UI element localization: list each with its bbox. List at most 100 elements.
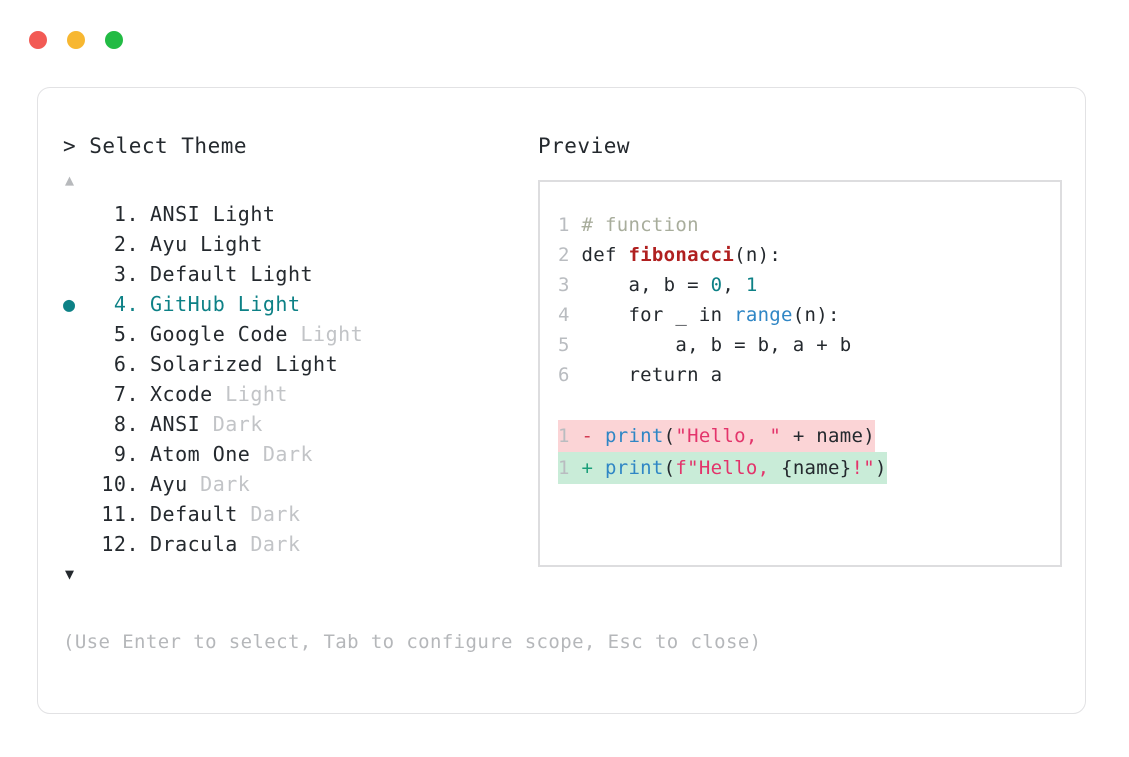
theme-item-name: Default Dark [150, 502, 301, 526]
code-line: 5 a, b = b, a + b [558, 330, 1060, 360]
theme-item-name: Default Light [150, 262, 314, 286]
theme-list-item[interactable]: 1. ANSI Light [63, 199, 533, 229]
theme-item-number: 1. [113, 202, 139, 226]
theme-list-item[interactable]: 7. Xcode Light [63, 379, 533, 409]
line-number: 1 [558, 214, 582, 236]
code-token: , [722, 274, 746, 296]
bullet-placeholder [63, 349, 93, 379]
bullet-placeholder [63, 409, 93, 439]
theme-list-item[interactable]: 9. Atom One Dark [63, 439, 533, 469]
theme-item-name: Dracula Dark [150, 532, 301, 556]
theme-item-number: 9. [113, 442, 139, 466]
code-token: range [734, 304, 793, 326]
code-token: a, b = b, a + b [581, 334, 852, 356]
diff-sample: 1 - print("Hello, " + name)1 + print(f"H… [558, 420, 1060, 484]
code-line: 4 for _ in range(n): [558, 300, 1060, 330]
theme-item-variant: Light [250, 262, 314, 286]
theme-list-item[interactable]: 11.Default Dark [63, 499, 533, 529]
code-token: # function [581, 214, 699, 236]
line-number: 3 [558, 274, 582, 296]
code-token: (n): [792, 304, 840, 326]
diff-highlight: 1 - print("Hello, " + name) [558, 420, 875, 452]
minimize-button[interactable] [67, 31, 85, 49]
code-line: 1 # function [558, 210, 1060, 240]
theme-list: 1. ANSI Light 2. Ayu Light 3. Default Light… [63, 199, 533, 559]
bullet-placeholder [63, 319, 93, 349]
diff-marker: - [581, 425, 605, 447]
theme-item-variant: Dark [200, 472, 251, 496]
code-token: print [604, 457, 664, 479]
theme-picker-panel: > Select Theme ▲ 1. ANSI Light 2. Ayu Ligh… [37, 87, 1086, 714]
theme-item-name: GitHub Light [150, 292, 301, 316]
bullet-placeholder [63, 229, 93, 259]
window-traffic-lights [29, 31, 123, 49]
bullet-placeholder [63, 439, 93, 469]
theme-item-name: Solarized Light [150, 352, 339, 376]
theme-list-item[interactable]: ●4.GitHub Light [63, 289, 533, 319]
code-line: 3 a, b = 0, 1 [558, 270, 1060, 300]
scroll-down-icon[interactable]: ▼ [65, 565, 75, 583]
theme-item-name: Ayu Dark [150, 472, 251, 496]
bullet-placeholder [63, 469, 93, 499]
code-token: ( [663, 457, 676, 479]
theme-item-number: 5. [113, 322, 139, 346]
diff-added-line: 1 + print(f"Hello, {name}!") [558, 452, 1060, 484]
theme-item-variant: Dark [262, 442, 314, 466]
code-token: def [581, 244, 629, 266]
theme-item-variant: Light [200, 232, 263, 256]
theme-item-name: Ayu Light [150, 232, 263, 256]
theme-list-item[interactable]: 5. Google Code Light [63, 319, 533, 349]
theme-list-item[interactable]: 3. Default Light [63, 259, 533, 289]
scroll-up-icon[interactable]: ▲ [65, 171, 75, 189]
theme-item-name: ANSI Light [150, 202, 276, 226]
diff-marker: + [581, 457, 605, 479]
theme-item-number: 8. [113, 412, 139, 436]
theme-item-number: 2. [113, 232, 139, 256]
code-token: return a [581, 364, 723, 386]
line-number: 4 [558, 304, 582, 326]
code-token: for _ in [581, 304, 735, 326]
theme-item-name: Atom One Dark [150, 442, 314, 466]
preview-label: Preview [538, 134, 631, 158]
theme-item-number: 10. [101, 472, 139, 496]
code-token: 0 [710, 274, 723, 296]
bullet-placeholder [63, 199, 93, 229]
theme-list-item[interactable]: 10. Ayu Dark [63, 469, 533, 499]
page-title: > Select Theme [63, 134, 248, 158]
keyboard-hint: (Use Enter to select, Tab to configure s… [63, 631, 762, 653]
theme-item-number: 3. [113, 262, 139, 286]
bullet-placeholder [63, 529, 93, 559]
theme-item-number: 6. [113, 352, 139, 376]
close-button[interactable] [29, 31, 47, 49]
line-number: 5 [558, 334, 582, 356]
theme-item-number: 4. [113, 292, 139, 316]
theme-item-name: Xcode Light [150, 382, 288, 406]
theme-list-item[interactable]: 2. Ayu Light [63, 229, 533, 259]
theme-item-variant: Light [237, 292, 301, 316]
code-token: + name) [781, 425, 875, 447]
bullet-placeholder [63, 259, 93, 289]
theme-list-item[interactable]: 6. Solarized Light [63, 349, 533, 379]
theme-item-variant: Dark [212, 412, 263, 436]
maximize-button[interactable] [105, 31, 123, 49]
code-token: print [604, 425, 664, 447]
theme-selector-column: > Select Theme ▲ 1. ANSI Light 2. Ayu Ligh… [63, 133, 533, 585]
code-token: !" [851, 457, 875, 479]
theme-item-variant: Light [212, 202, 276, 226]
theme-item-variant: Dark [250, 502, 301, 526]
theme-list-item[interactable]: 12.Dracula Dark [63, 529, 533, 559]
theme-list-item[interactable]: 8.ANSI Dark [63, 409, 533, 439]
theme-item-name: Google Code Light [150, 322, 364, 346]
theme-item-variant: Light [275, 352, 339, 376]
code-token: ( [663, 425, 676, 447]
theme-item-number: 7. [113, 382, 139, 406]
theme-item-variant: Dark [250, 532, 301, 556]
line-number: 1 [558, 425, 582, 447]
line-number: 6 [558, 364, 582, 386]
code-token: {name} [781, 457, 852, 479]
code-token: "Hello, " [675, 425, 782, 447]
code-token: a, b = [581, 274, 711, 296]
